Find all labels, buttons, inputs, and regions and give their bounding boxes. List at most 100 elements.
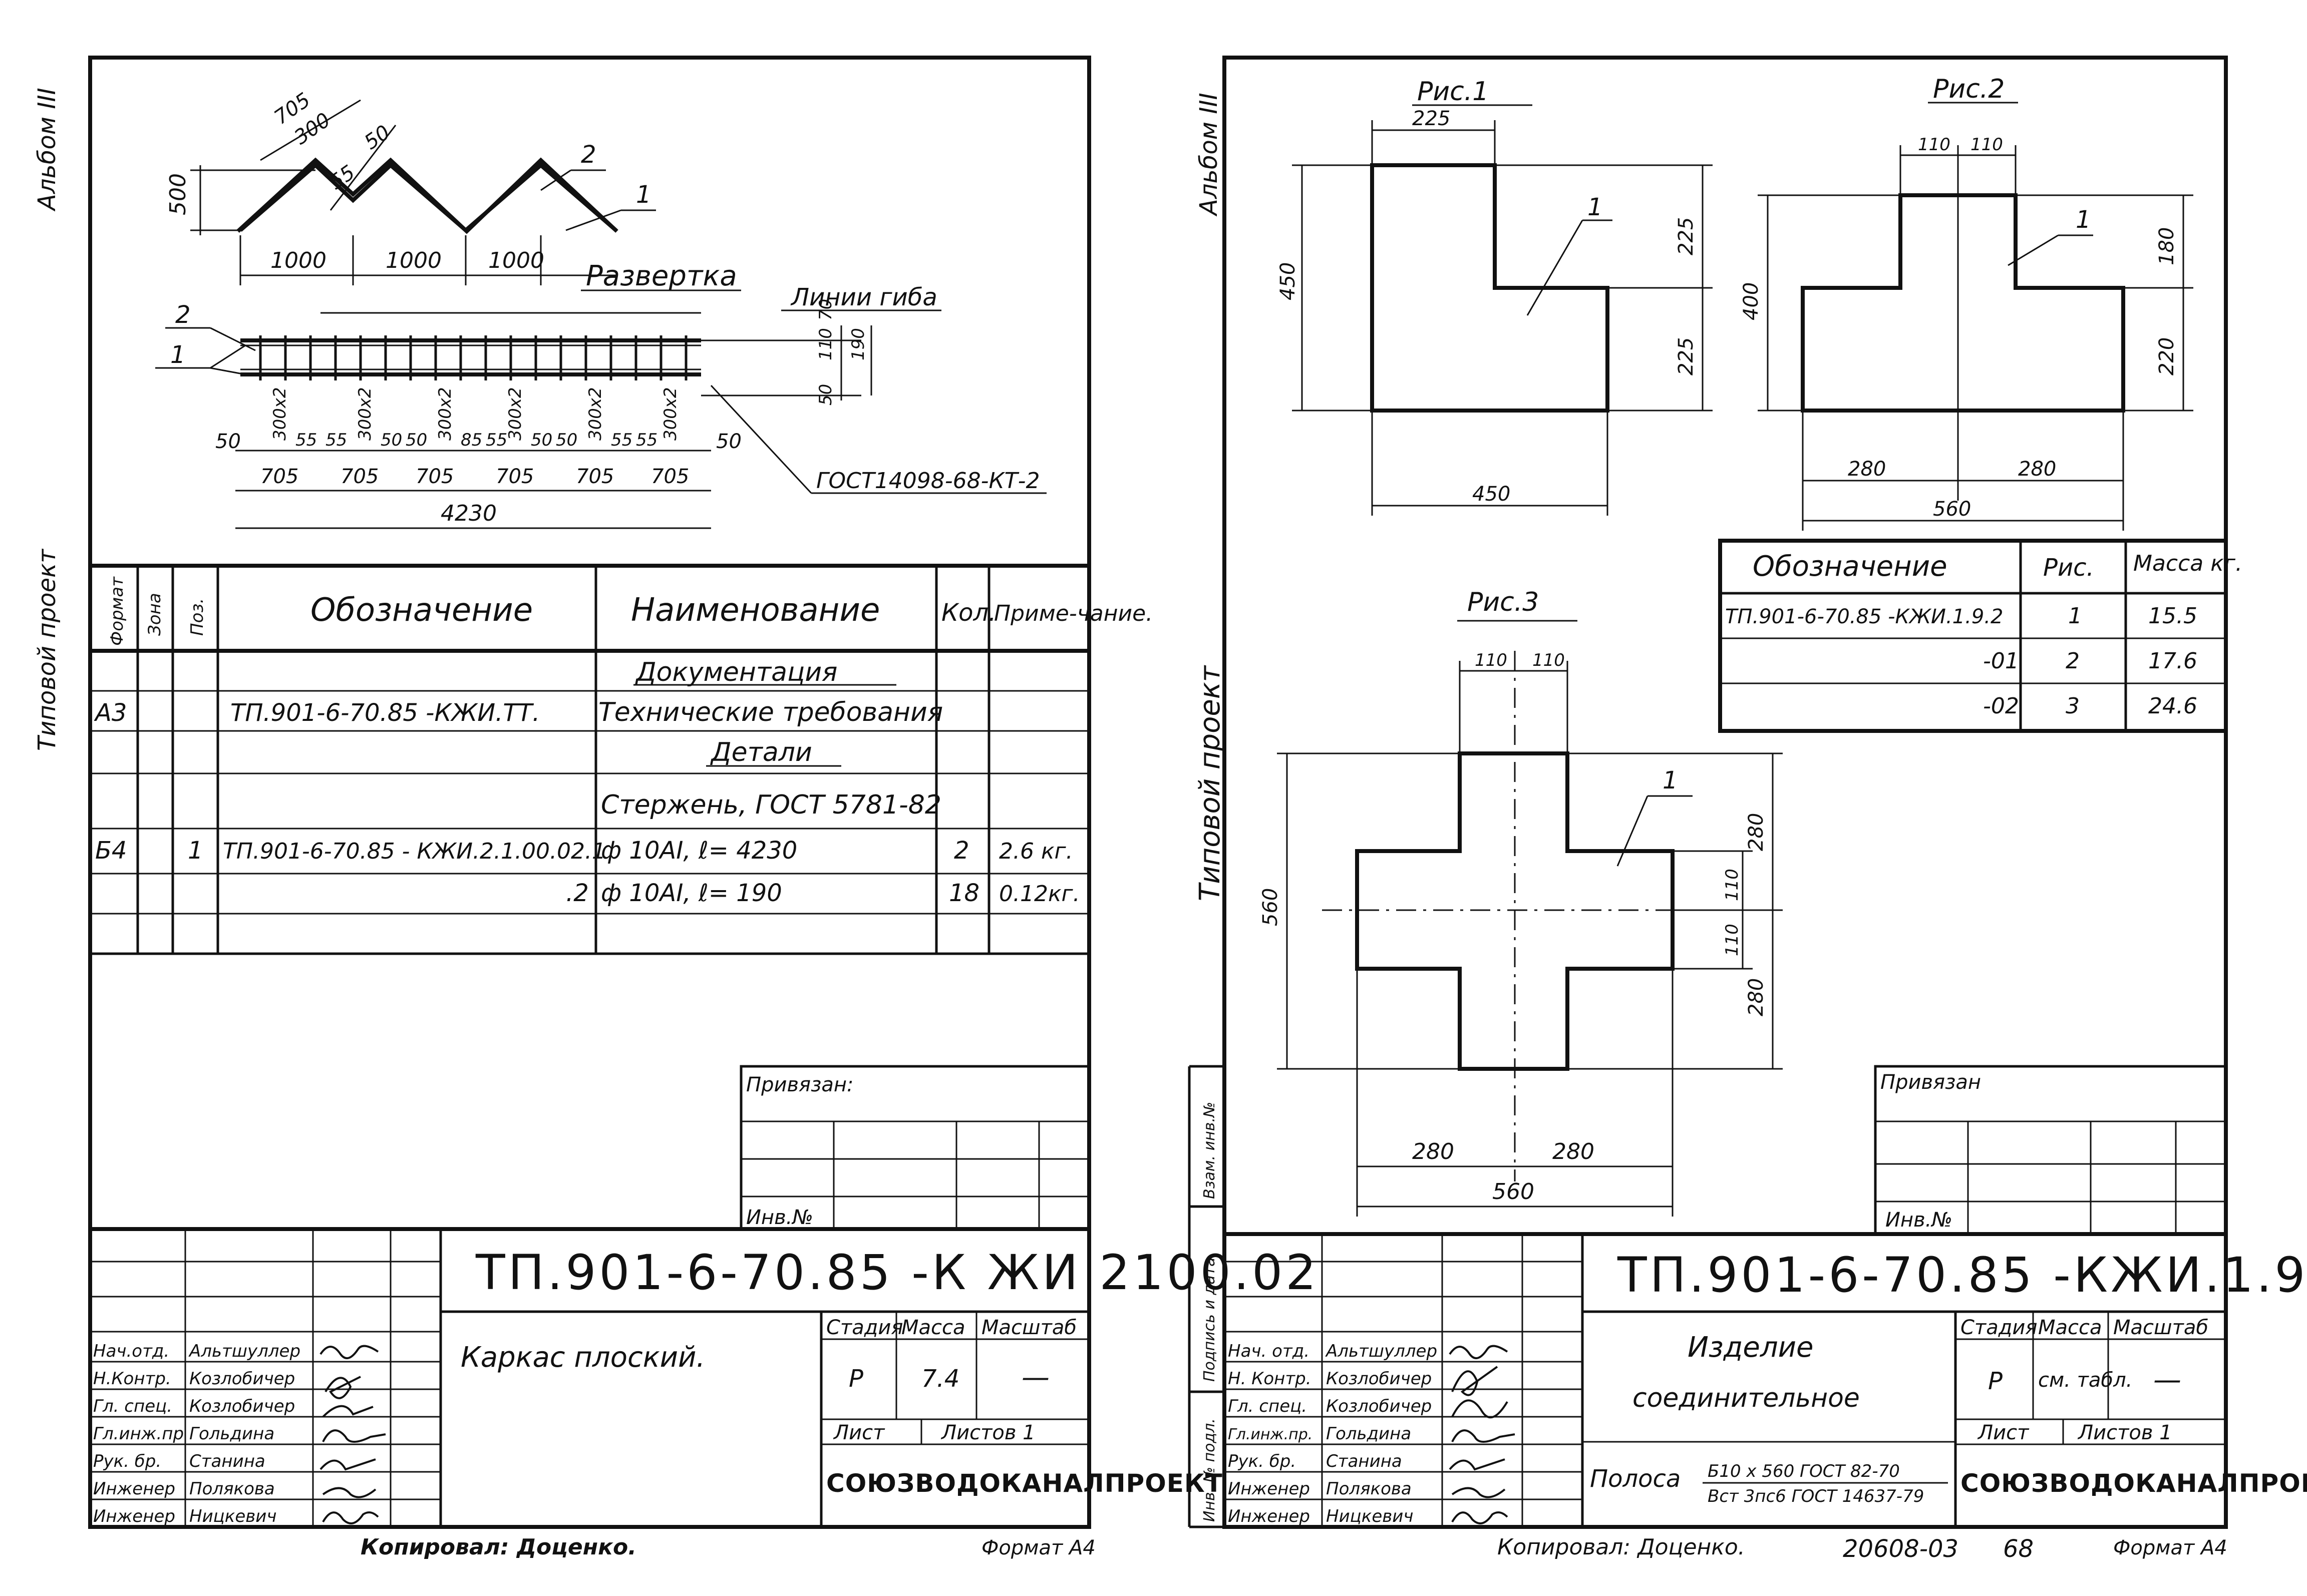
fig2-dim-560: 560: [1933, 498, 1971, 521]
right-mass: см. табл.: [2038, 1369, 2132, 1392]
fig3-dim-110-b: 110: [1532, 650, 1565, 670]
right-stage: Р: [1988, 1367, 2003, 1395]
dim-55-c: 55: [486, 430, 507, 450]
fig3-dim-280-b1: 280: [1412, 1139, 1454, 1164]
mt-row1-designation: -01: [1983, 648, 2019, 674]
mt-row0-designation: ТП.901-6-70.85 -КЖИ.1.9.2: [1725, 605, 2003, 628]
row4-pos: 1: [188, 837, 203, 865]
mt-hdr-designation: Обозначение: [1753, 550, 1947, 583]
fig2-dim-220: 220: [2155, 337, 2178, 375]
mass-table: Обозначение Рис. Масса кг. ТП.901-6-70.8…: [1718, 539, 2242, 733]
fig-1: Рис.1 225 450 225 225 450 1: [1276, 77, 1713, 516]
right-name-1: Изделие: [1688, 1331, 1813, 1364]
fig3-dim-110-r2: 110: [1722, 924, 1742, 956]
dim-55-e: 55: [636, 430, 657, 450]
fig2-callout: 1: [2076, 206, 2091, 234]
row5-name: ф 10АI, ℓ= 190: [601, 879, 782, 907]
left-mass-label: Масса: [901, 1316, 965, 1339]
fig3-callout: 1: [1663, 766, 1678, 794]
right-name-r1: Козлобичер: [1326, 1369, 1432, 1389]
mt-row2-mass: 24.6: [2148, 693, 2197, 719]
side-sign-date: Подпись и дата: [1201, 1258, 1218, 1382]
fig1-dim-450-left: 450: [1276, 262, 1299, 300]
fig2-dim-400: 400: [1740, 282, 1763, 320]
right-role-5: Инженер: [1228, 1479, 1310, 1499]
right-org: СОЮЗВОДОКАНАЛПРОЕКТ: [1960, 1469, 2307, 1498]
dim-500: 500: [165, 173, 191, 215]
right-role-1: Н. Контр.: [1228, 1369, 1311, 1389]
right-inv-no: Инв.№: [1885, 1209, 1952, 1232]
right-role-4: Рук. бр.: [1228, 1451, 1296, 1471]
row1-name: Технические требования: [598, 697, 943, 727]
mt-row1-fig: 2: [2066, 648, 2080, 674]
right-material-bottom: Вст 3пс6 ГОСТ 14637-79: [1708, 1486, 1924, 1506]
fig3-title: Рис.3: [1467, 587, 1539, 617]
fig2-dim-110-a: 110: [1918, 135, 1950, 155]
left-project-label: Типовой проект: [33, 548, 61, 751]
left-signatures: [319, 1345, 386, 1524]
hdr-qty: Кол.: [941, 599, 996, 627]
mt-row0-mass: 15.5: [2148, 603, 2197, 629]
right-material-prefix: Полоса: [1590, 1465, 1681, 1493]
unfolded-strip: Линии гиба 110 190 70 50 2 1: [155, 283, 941, 406]
row4-qty: 2: [954, 837, 969, 865]
hdr-designation: Обозначение: [310, 592, 533, 629]
right-sheet-label: Лист: [1977, 1421, 2030, 1444]
dim-190: 190: [848, 328, 868, 360]
left-format: Формат А4: [981, 1536, 1096, 1559]
left-sheets-label: Листов 1: [940, 1421, 1036, 1444]
right-role-3: Гл.инж.пр.: [1228, 1426, 1312, 1443]
right-name-r5: Полякова: [1326, 1479, 1412, 1499]
left-role-5: Инженер: [93, 1479, 175, 1499]
hdr-pos: Поз.: [187, 598, 207, 636]
right-name-r3: Гольдина: [1326, 1424, 1411, 1444]
dim-110: 110: [816, 328, 836, 360]
right-name-r4: Станина: [1326, 1451, 1402, 1471]
fig-3: Рис.3 110 110 560 280 280 110 110: [1259, 587, 1783, 1217]
mt-row0-fig: 1: [2068, 603, 2082, 629]
row5-note: 0.12кг.: [999, 881, 1080, 907]
hdr-format: Формат: [107, 576, 127, 646]
dim-55-a: 55: [295, 430, 317, 450]
left-name-2: Козлобичер: [189, 1396, 295, 1416]
right-signatures: [1449, 1345, 1515, 1524]
seg-3: 705: [416, 465, 454, 488]
right-title-block: ТП.901-6-70.85 -КЖИ.1.9 2 Изделие соедин…: [1224, 1232, 2307, 1527]
left-role-3: Гл.инж.пр: [93, 1424, 184, 1444]
left-binding-block: Привязан: Инв.№: [740, 1065, 1091, 1231]
left-mass: 7.4: [921, 1365, 959, 1393]
left-role-1: Н.Контр.: [93, 1369, 171, 1389]
dim-55-top: 55: [325, 161, 359, 194]
left-inv-no: Инв.№: [746, 1206, 813, 1229]
callout-2-top: 2: [581, 141, 596, 169]
right-album-label: Альбом III: [1195, 93, 1223, 217]
fig1-dim-225-r2: 225: [1675, 337, 1698, 375]
dim-50-start: 50: [215, 430, 241, 453]
row5-qty: 18: [949, 879, 979, 907]
left-name-1: Козлобичер: [189, 1369, 295, 1389]
fig3-dim-110-r1: 110: [1722, 869, 1742, 901]
row3-name: Стержень, ГОСТ 5781-82: [601, 790, 941, 820]
left-name-4: Станина: [189, 1451, 265, 1471]
right-name-0: Альтшуллер: [1325, 1341, 1437, 1361]
fig3-dim-560-bottom: 560: [1492, 1179, 1534, 1205]
row2-name: Детали: [710, 737, 812, 767]
left-scale: —: [1022, 1361, 1050, 1394]
right-binding-block: Привязан Инв.№: [1874, 1065, 2227, 1236]
right-name-r2: Козлобичер: [1326, 1396, 1432, 1416]
right-page-sheet: 68: [2003, 1535, 2034, 1563]
mt-row1-mass: 17.6: [2148, 648, 2197, 674]
dim-50-end: 50: [716, 430, 742, 453]
fig2-dim-280-a: 280: [1848, 458, 1886, 481]
zigzag-elevation: 500 705 300 50 55 2 1 1000 1000 1000 Раз…: [165, 89, 741, 292]
dim-55-d: 55: [611, 430, 632, 450]
dim-300x2-b: 300x2: [355, 387, 375, 441]
right-mass-label: Масса: [2038, 1316, 2102, 1339]
right-role-0: Нач. отд.: [1228, 1341, 1309, 1361]
right-stage-label: Стадия: [1960, 1316, 2037, 1339]
callout-1-strip: 1: [170, 341, 186, 369]
left-scale-label: Масштаб: [981, 1316, 1077, 1339]
right-privyazan: Привязан: [1880, 1071, 1981, 1094]
callout-1-top: 1: [636, 181, 651, 209]
